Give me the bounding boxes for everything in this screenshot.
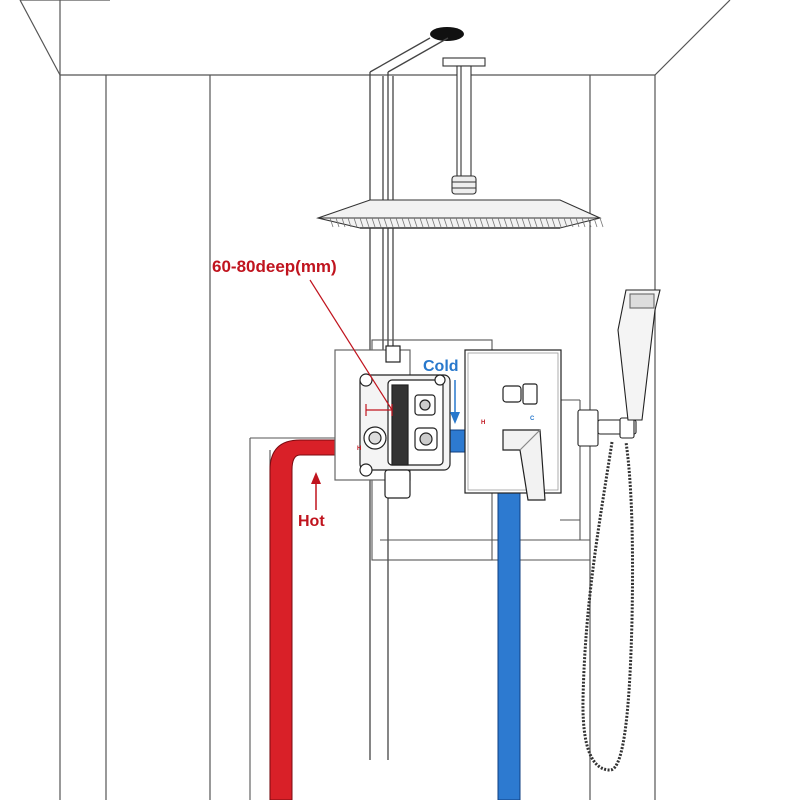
shower-nozzle-line xyxy=(587,217,592,228)
valve-hot-marker: H xyxy=(357,446,361,452)
shower-nozzle-line xyxy=(335,217,340,228)
shower-nozzle-line xyxy=(503,217,508,228)
shower-nozzle-line xyxy=(347,217,352,228)
shower-nozzle-line xyxy=(443,217,448,228)
shower-nozzle-line xyxy=(539,217,544,228)
shower-nozzle-line xyxy=(545,217,550,228)
shower-nozzle-line xyxy=(359,217,364,228)
shower-nozzle-line xyxy=(575,217,580,228)
hot-arrow xyxy=(311,472,321,510)
hot-water-pipe xyxy=(269,439,356,800)
shower-nozzle-line xyxy=(371,217,376,228)
label-callouts xyxy=(309,279,460,510)
shower-nozzle-line xyxy=(491,217,496,228)
shower-nozzle-line xyxy=(389,217,394,228)
rain-shower-head xyxy=(316,199,604,229)
shower-nozzle-line xyxy=(479,217,484,228)
plate-cold-marker: C xyxy=(530,416,535,422)
shower-nozzle-line xyxy=(533,217,538,228)
plate-hot-marker: H xyxy=(481,420,485,426)
trim-plate xyxy=(464,349,562,501)
shower-nozzle-line xyxy=(413,217,418,228)
rain-shower-assembly xyxy=(316,57,604,229)
depth-label: 60-80deep(mm) xyxy=(212,257,337,276)
shower-nozzle-line xyxy=(551,217,556,228)
hand-shower-assembly xyxy=(577,289,661,772)
shower-nozzle-line xyxy=(593,217,598,228)
shower-nozzle-line xyxy=(377,217,382,228)
cold-arrow xyxy=(450,380,460,424)
shower-nozzle-line xyxy=(557,217,562,228)
shower-nozzle-line xyxy=(455,217,460,228)
shower-nozzle-line xyxy=(497,217,502,228)
cold-label: Cold xyxy=(423,358,459,375)
shower-nozzle-line xyxy=(599,217,604,228)
shower-nozzle-line xyxy=(353,217,358,228)
shower-nozzle-line xyxy=(581,217,586,228)
shower-nozzle-line xyxy=(485,217,490,228)
hot-label: Hot xyxy=(298,513,325,530)
shower-nozzle-line xyxy=(431,217,436,228)
shower-nozzle-line xyxy=(473,217,478,228)
shower-nozzle-line xyxy=(365,217,370,228)
shower-nozzle-line xyxy=(509,217,514,228)
shower-nozzle-line xyxy=(515,217,520,228)
shower-nozzle-line xyxy=(401,217,406,228)
shower-nozzle-line xyxy=(407,217,412,228)
shower-nozzle-line xyxy=(395,217,400,228)
shower-nozzle-line xyxy=(569,217,574,228)
shower-nozzle-line xyxy=(437,217,442,228)
shower-nozzle-line xyxy=(449,217,454,228)
shower-nozzle-line xyxy=(527,217,532,228)
depth-leader-line xyxy=(309,279,393,411)
shower-nozzle-line xyxy=(425,217,430,228)
shower-nozzle-line xyxy=(383,217,388,228)
shower-nozzle-line xyxy=(329,217,334,228)
shower-nozzle-line xyxy=(341,217,346,228)
hand-shower-head xyxy=(617,289,661,421)
ceiling-hole xyxy=(430,27,464,41)
shower-nozzle-line xyxy=(461,217,466,228)
shower-nozzle-line xyxy=(521,217,526,228)
diverter-valve-body xyxy=(334,345,451,499)
hand-shower-hose xyxy=(581,441,635,772)
shower-nozzle-line xyxy=(467,217,472,228)
shower-nozzle-line xyxy=(419,217,424,228)
shower-nozzle-line xyxy=(563,217,568,228)
